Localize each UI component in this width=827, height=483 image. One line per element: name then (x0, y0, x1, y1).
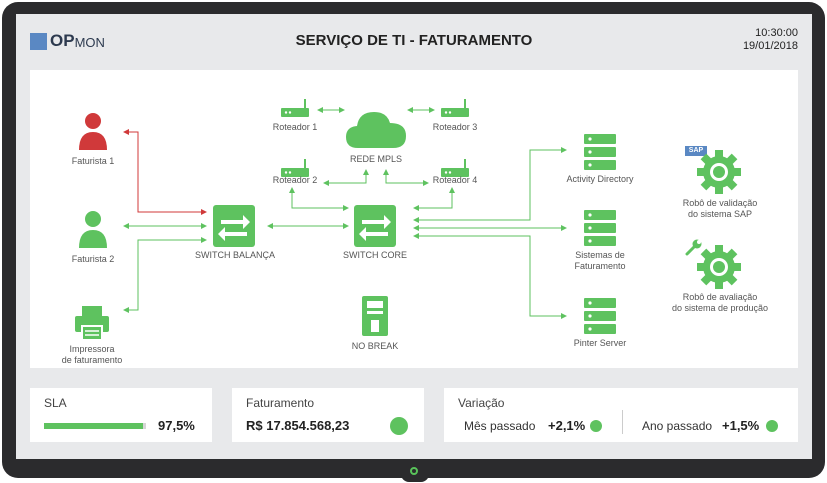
robo-sap-line2: do sistema SAP (687, 209, 753, 219)
sistemas-faturamento-label: Sistemas de Faturamento (560, 250, 640, 272)
switch-core-label: SWITCH CORE (343, 250, 407, 260)
connection-lines (123, 107, 567, 319)
logo-mon-text: MON (74, 35, 105, 50)
faturista2-label: Faturista 2 (71, 254, 115, 264)
variacao-ano-label: Ano passado (642, 419, 713, 433)
link-impressora-switch (123, 237, 207, 313)
robo-producao-label: Robô de avaliação do sistema de produção (660, 292, 780, 314)
no-break-label: NO BREAK (351, 341, 399, 351)
roteador3-router-icon[interactable] (440, 98, 470, 118)
link-core-pinter (413, 233, 567, 319)
pinter-server-label: Pinter Server (573, 338, 627, 348)
link-core-activity (413, 147, 567, 223)
roteador4-router-icon[interactable] (440, 158, 470, 178)
sla-progress-fill (44, 423, 144, 429)
link-faturista1-switch (123, 129, 207, 215)
link-roteador2-core (289, 187, 349, 211)
roteador1-router-icon[interactable] (280, 98, 310, 118)
activity-directory-server-icon[interactable] (584, 134, 616, 170)
faturamento-value: R$ 17.854.568,23 (246, 418, 350, 433)
robo-producao-line2: do sistema de produção (671, 303, 769, 313)
faturista1-label: Faturista 1 (71, 156, 115, 166)
robo-producao-gear-icon[interactable] (697, 245, 741, 289)
robo-producao-line1: Robô de avaliação (682, 292, 758, 302)
sistemas-label-line2: Faturamento (574, 261, 626, 271)
faturamento-status-dot (390, 417, 408, 435)
variacao-divider (622, 410, 623, 434)
variacao-ano-status-dot (766, 420, 778, 432)
no-break-ups-icon[interactable] (362, 296, 388, 336)
variacao-title: Variação (458, 396, 505, 410)
faturamento-title: Faturamento (246, 396, 315, 410)
sla-title: SLA (44, 396, 67, 410)
activity-directory-label: Activity Directory (566, 174, 634, 184)
roteador3-label: Roteador 3 (432, 122, 478, 132)
logo-op-text: OP (50, 31, 75, 50)
sla-card: SLA 97,5% (30, 388, 212, 442)
page-title: SERVIÇO DE TI - FATURAMENTO (295, 32, 533, 49)
sla-value: 97,5% (158, 418, 195, 433)
robo-sap-gear-icon[interactable] (697, 150, 741, 194)
sap-logo: SAP (685, 146, 707, 156)
robo-sap-line1: Robô de validação (682, 198, 758, 208)
roteador2-router-icon[interactable] (280, 158, 310, 178)
printer-label: Impressora de faturamento (52, 344, 132, 366)
link-roteador4-core (413, 187, 455, 211)
variacao-mes-value: +2,1% (548, 418, 586, 433)
roteador1-label: Roteador 1 (272, 122, 318, 132)
power-indicator-icon (410, 467, 418, 475)
switch-core-icon[interactable] (354, 205, 396, 247)
variacao-mes-label: Mês passado (464, 419, 536, 433)
switch-balanca-label: SWITCH BALANÇA (194, 250, 275, 260)
sla-progress-bar (44, 423, 146, 429)
variacao-ano-value: +1,5% (722, 418, 760, 433)
faturamento-card: Faturamento R$ 17.854.568,23 (232, 388, 424, 442)
printer-label-line2: de faturamento (61, 355, 123, 365)
robo-sap-label: Robô de validação do sistema SAP (670, 198, 770, 220)
clock-date: 19/01/2018 (742, 40, 798, 52)
sistemas-label-line1: Sistemas de (575, 250, 625, 260)
wrench-icon (685, 239, 702, 256)
printer-icon[interactable] (73, 304, 111, 342)
sistemas-faturamento-server-icon[interactable] (584, 210, 616, 246)
switch-balanca-icon[interactable] (213, 205, 255, 247)
faturista2-person-icon[interactable] (77, 210, 109, 250)
dashboard-screen: OP MON SERVIÇO DE TI - FATURAMENTO 10:30… (16, 14, 812, 459)
variacao-card: Variação Mês passado +2,1% Ano passado +… (444, 388, 798, 442)
link-r2-cloud (323, 169, 369, 186)
rede-mpls-cloud-icon[interactable] (344, 108, 408, 150)
roteador2-label: Roteador 2 (272, 175, 318, 185)
clock-time: 10:30:00 (755, 27, 798, 39)
roteador4-label: Roteador 4 (432, 175, 478, 185)
network-diagram: Faturista 1 Faturista 2 Impressora de fa… (30, 70, 798, 368)
faturista1-person-icon[interactable] (77, 112, 109, 152)
opmon-logo: OP MON (30, 31, 105, 51)
clock: 10:30:00 19/01/2018 (743, 27, 798, 53)
variacao-mes-status-dot (590, 420, 602, 432)
logo-square-icon (30, 32, 47, 50)
printer-label-line1: Impressora (69, 344, 115, 354)
pinter-server-icon[interactable] (584, 298, 616, 334)
link-r4-cloud (383, 169, 429, 186)
rede-mpls-label: REDE MPLS (349, 154, 402, 164)
